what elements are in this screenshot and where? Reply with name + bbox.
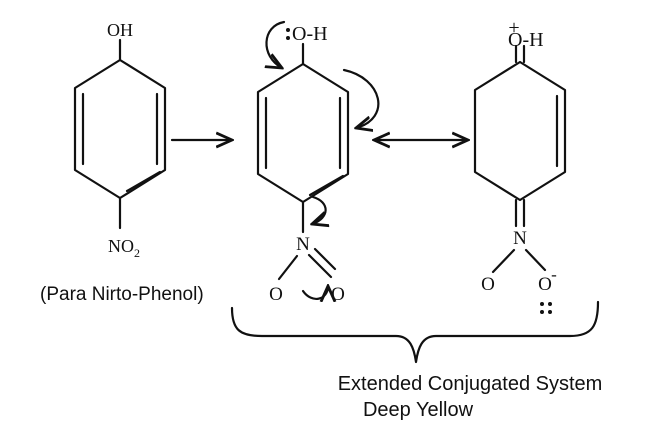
benzene-ring-1 bbox=[73, 58, 167, 200]
oxonium-group: O-H bbox=[508, 29, 544, 51]
nitrogen-label-2: N bbox=[296, 234, 310, 255]
bond-n-o-right-2 bbox=[313, 247, 337, 271]
oxygen-left-2: O bbox=[269, 284, 283, 305]
hydroxyl-group-2: O-H bbox=[292, 23, 328, 45]
curly-brace bbox=[230, 300, 600, 364]
bond-n-o-left bbox=[277, 254, 299, 281]
oxygen-right-2: O bbox=[331, 284, 345, 305]
quinonoid-ring bbox=[473, 60, 567, 202]
molecule-quinonoid-form: O-H + N O O - bbox=[473, 17, 567, 314]
lone-pair-dot bbox=[286, 28, 290, 32]
oxygen-left-3: O bbox=[481, 274, 495, 295]
electron-arrow-lone-pair bbox=[266, 20, 286, 68]
bond-n-o-left-3 bbox=[491, 248, 516, 274]
lone-pair-dot bbox=[286, 36, 290, 40]
molecule-electron-shift: O-H N O O bbox=[256, 20, 380, 305]
nitrogen-label-3: N bbox=[513, 228, 527, 249]
lone-pair-dots bbox=[540, 302, 552, 314]
hydroxyl-label: OH bbox=[107, 20, 133, 40]
molecule-caption: (Para Nirto-Phenol) bbox=[40, 284, 204, 305]
negative-charge: - bbox=[551, 265, 557, 284]
molecule-para-nitrophenol: OH NO2 (Para Nirto-Phenol) bbox=[40, 20, 204, 305]
benzene-ring-2 bbox=[256, 62, 350, 204]
brace-label-line-2: Deep Yellow bbox=[363, 399, 474, 421]
electron-arrow-ring-pi bbox=[342, 68, 380, 128]
electron-arrow-no-to-o bbox=[301, 286, 328, 299]
nitro-label: NO2 bbox=[108, 236, 140, 260]
positive-charge: + bbox=[508, 17, 519, 39]
brace-label-line-1: Extended Conjugated System bbox=[338, 373, 603, 395]
bond-n-o-right-3 bbox=[524, 248, 547, 272]
electron-arrow-ring-to-n bbox=[312, 195, 326, 224]
bond-n-o-right-1 bbox=[307, 253, 333, 279]
oxygen-right-3: O bbox=[538, 274, 552, 295]
